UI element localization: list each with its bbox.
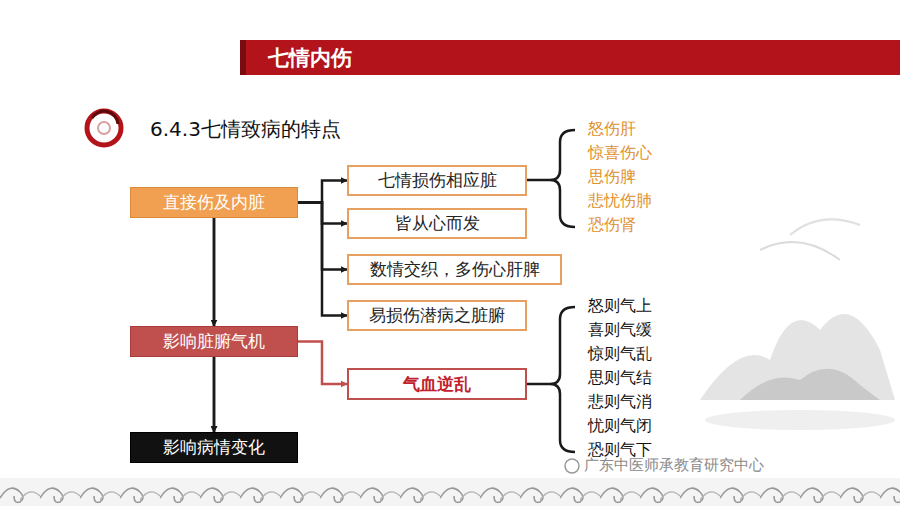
process-box: 直接伤及内脏 bbox=[130, 187, 298, 218]
note-text: 思则气结 bbox=[588, 368, 652, 389]
node-text: 七情损伤相应脏 bbox=[378, 169, 497, 192]
wave-band bbox=[0, 478, 900, 506]
node-text: 数情交织，多伤心肝脾 bbox=[370, 258, 540, 281]
arrow-connector bbox=[213, 218, 216, 432]
process-box: 影响病情变化 bbox=[130, 432, 298, 463]
arrow-connector bbox=[298, 203, 347, 316]
watermark: 广东中医师承教育研究中心 bbox=[584, 456, 764, 475]
note-text: 忧则气闭 bbox=[588, 416, 652, 437]
ink-mountain bbox=[700, 219, 895, 430]
process-box: 气血逆乱 bbox=[347, 368, 527, 400]
logo-ring bbox=[87, 111, 121, 145]
process-box: 七情损伤相应脏 bbox=[347, 165, 527, 196]
process-box: 数情交织，多伤心肝脾 bbox=[347, 254, 562, 285]
banner-band: 七情内伤 bbox=[246, 40, 900, 75]
process-box: 皆从心而发 bbox=[347, 208, 527, 239]
note-text: 喜则气缓 bbox=[588, 320, 652, 341]
node-text: 影响脏腑气机 bbox=[163, 330, 265, 353]
node-text: 气血逆乱 bbox=[403, 373, 471, 396]
mountain-shape bbox=[700, 314, 895, 400]
node-text: 影响病情变化 bbox=[163, 436, 265, 459]
node-text: 直接伤及内脏 bbox=[163, 191, 265, 214]
note-text: 怒则气上 bbox=[588, 296, 652, 317]
note-text: 悲则气消 bbox=[588, 392, 652, 413]
process-box: 易损伤潜病之脏腑 bbox=[347, 300, 527, 331]
node-text: 七情内伤 bbox=[268, 44, 352, 72]
note-text: 恐伤肾 bbox=[588, 215, 636, 236]
mountain-shape bbox=[740, 369, 880, 400]
note-text: 惊喜伤心 bbox=[588, 143, 652, 164]
arrow-connector bbox=[298, 342, 347, 385]
watermark-icon bbox=[565, 459, 579, 473]
slide-title: 6.4.3七情致病的特点 bbox=[150, 116, 341, 143]
logo-core bbox=[98, 122, 110, 134]
wave-band-pattern bbox=[0, 478, 900, 506]
mist bbox=[705, 410, 895, 430]
bamboo-leaf bbox=[790, 219, 860, 235]
arrow-connector bbox=[298, 181, 347, 203]
note-text: 悲忧伤肺 bbox=[588, 191, 652, 212]
bracket bbox=[527, 307, 575, 452]
note-text: 惊则气乱 bbox=[588, 344, 652, 365]
node-text: 易损伤潜病之脏腑 bbox=[369, 304, 505, 327]
bracket bbox=[527, 130, 575, 227]
node-text: 皆从心而发 bbox=[395, 212, 480, 235]
note-text: 思伤脾 bbox=[588, 167, 636, 188]
bamboo-leaf bbox=[760, 242, 840, 260]
note-text: 怒伤肝 bbox=[588, 119, 636, 140]
process-box: 影响脏腑气机 bbox=[130, 326, 298, 357]
